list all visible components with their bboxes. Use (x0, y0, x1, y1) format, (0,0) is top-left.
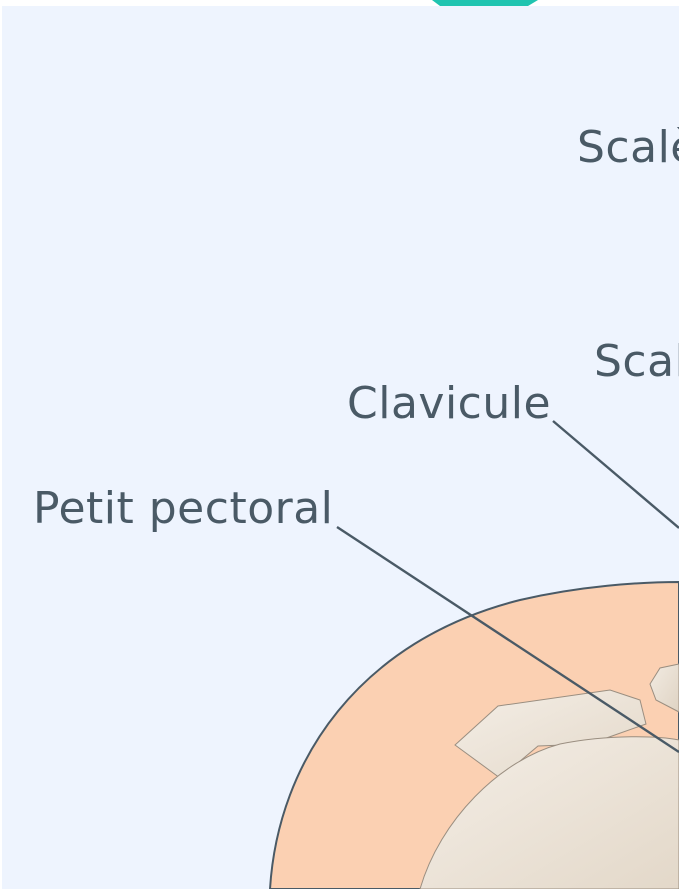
label-scalene-middle: Scal (594, 340, 679, 384)
label-clavicule: Clavicule (347, 382, 551, 426)
label-petit-pectoral: Petit pectoral (33, 487, 333, 531)
teal-tab-shape (432, 0, 538, 6)
clavicule-leader-line (553, 421, 679, 528)
label-scalene-top: Scalè (577, 126, 679, 170)
